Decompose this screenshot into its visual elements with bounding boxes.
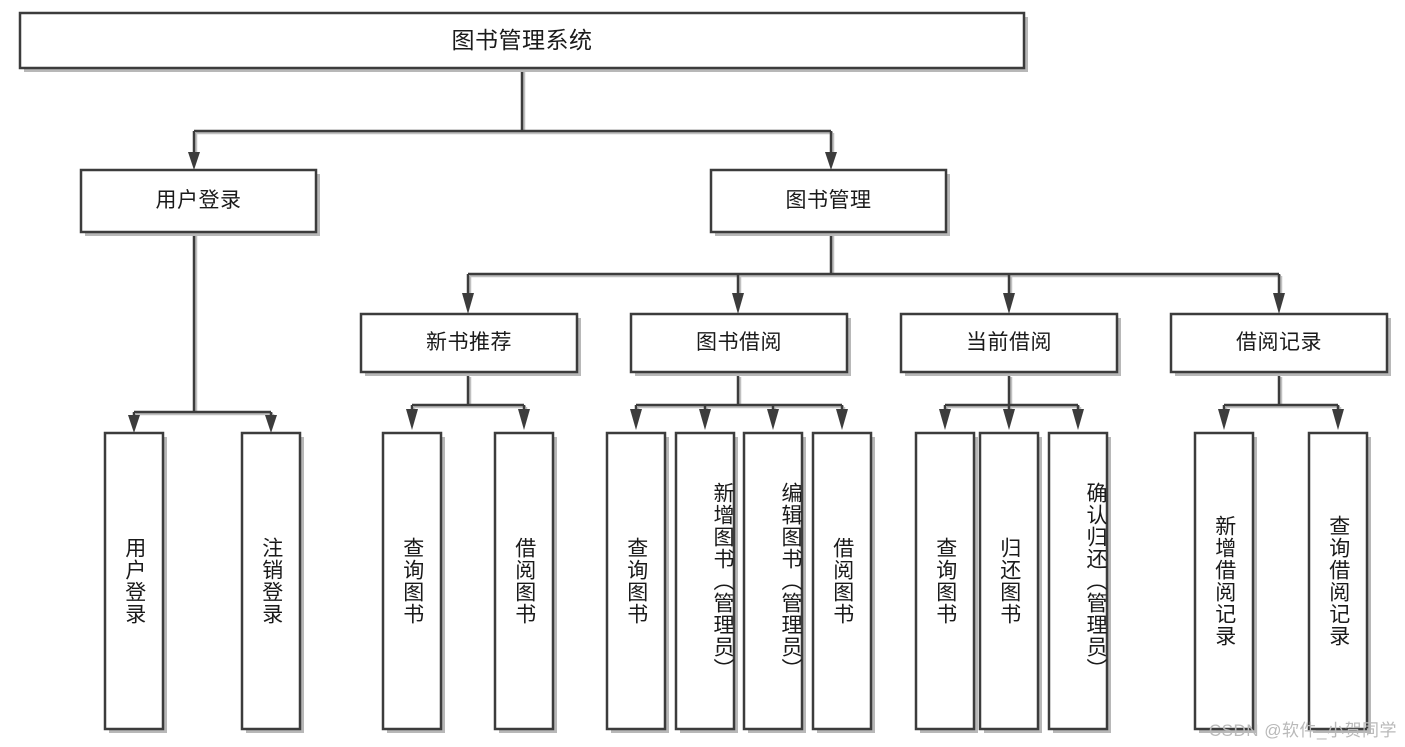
node-leaf-user-logout[interactable] [240,431,304,733]
connector-group-new-book-recommend [406,374,530,430]
node-leaf-borrow-book-2[interactable] [811,431,875,733]
node-leaf-query-record[interactable] [1307,431,1371,733]
node-book-manage[interactable] [709,168,950,236]
node-leaf-query-book-1[interactable] [381,431,445,733]
node-leaf-query-book-3[interactable] [914,431,978,733]
node-leaf-add-record[interactable] [1193,431,1257,733]
node-leaf-user-login[interactable] [103,431,167,733]
connector-group-user-login [128,232,277,433]
connector-group-current-borrow [939,374,1084,430]
node-leaf-confirm-return[interactable] [1047,431,1111,733]
node-leaf-add-book[interactable] [674,431,738,733]
node-leaf-edit-book[interactable] [742,431,806,733]
node-root[interactable] [18,11,1028,72]
node-leaf-return-book[interactable] [978,431,1042,733]
connector-group-book-borrow [630,374,848,430]
connector-group-book-manage [462,232,1285,314]
node-leaf-borrow-book-1[interactable] [493,431,557,733]
node-leaf-query-book-2[interactable] [605,431,669,733]
connector-group-borrow-record [1218,374,1344,430]
node-borrow-record[interactable] [1169,312,1391,376]
node-book-borrow[interactable] [629,312,851,376]
node-user-login[interactable] [79,168,320,236]
connector-group-root [188,68,837,170]
node-current-borrow[interactable] [899,312,1121,376]
node-new-book-recommend[interactable] [359,312,581,376]
